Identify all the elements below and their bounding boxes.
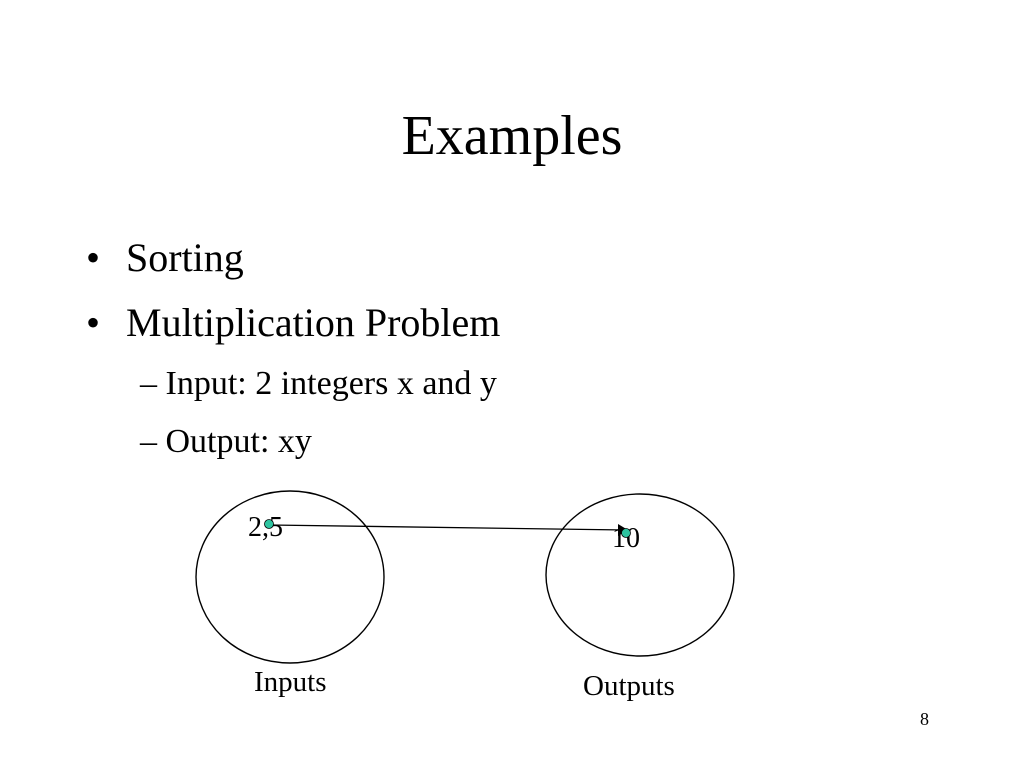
slide-title: Examples (401, 105, 623, 167)
bullet-marker: • (86, 300, 101, 345)
sub-bullet-text: Input: 2 integers x and y (165, 365, 497, 402)
bullet-marker: • (86, 235, 101, 280)
sub-bullet-text: Output: xy (165, 423, 312, 460)
page-number: 8 (920, 709, 929, 729)
output-set-label: Outputs (583, 670, 675, 702)
sub-bullet-input: – Input: 2 integers x and y (140, 363, 497, 405)
sub-bullet-marker: – (140, 423, 157, 460)
input-point-dot (264, 519, 274, 529)
input-set-label: Inputs (254, 666, 327, 698)
input-set-ellipse (195, 490, 385, 664)
bullet-multiplication-problem: • Multiplication Problem (86, 299, 500, 347)
mapping-arrow-line (269, 524, 627, 531)
sub-bullet-marker: – (140, 365, 157, 402)
sub-bullet-output: – Output: xy (140, 421, 312, 463)
output-point-label: 10 (612, 523, 640, 554)
bullet-text: Sorting (126, 235, 244, 280)
input-point-label: 2,5 (248, 512, 283, 543)
output-set-ellipse (545, 493, 735, 657)
output-point-dot (621, 528, 631, 538)
bullet-sorting: • Sorting (86, 234, 244, 282)
bullet-text: Multiplication Problem (126, 300, 501, 345)
